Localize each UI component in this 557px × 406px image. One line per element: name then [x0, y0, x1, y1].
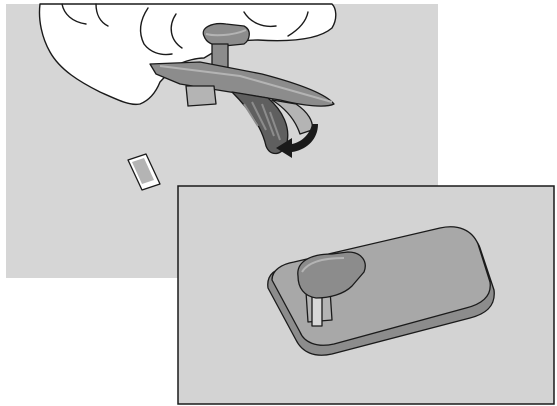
inset-view: [178, 186, 554, 404]
